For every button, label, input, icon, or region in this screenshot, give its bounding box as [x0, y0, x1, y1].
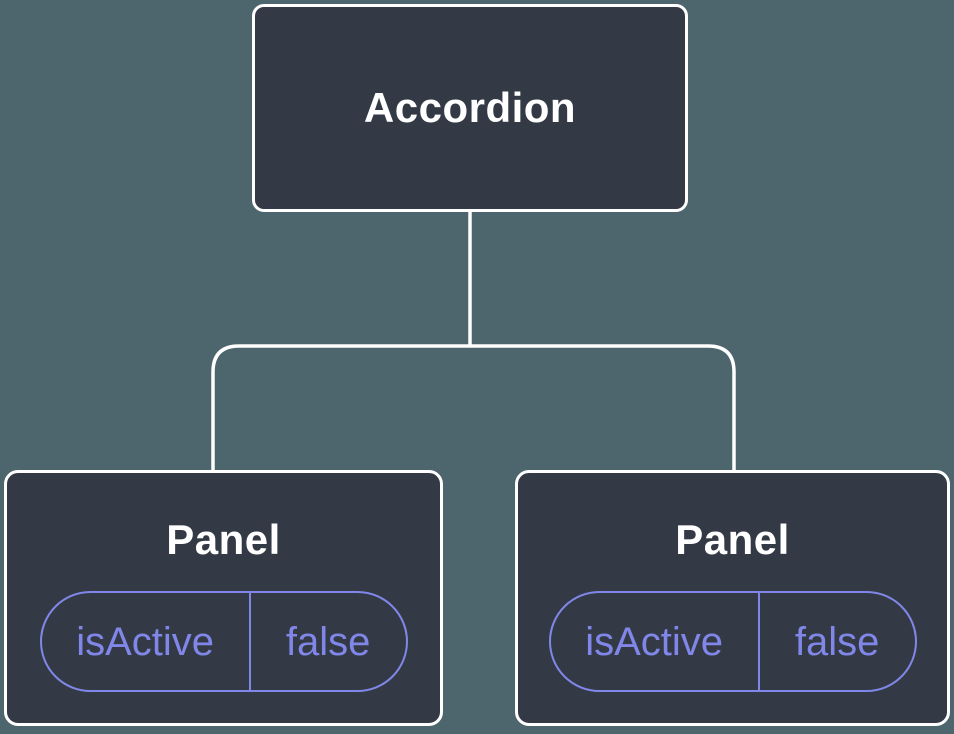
- tree-node-panel-left: Panel isActive false: [4, 470, 443, 726]
- node-label: Panel: [166, 516, 281, 563]
- node-label: Panel: [675, 516, 790, 563]
- connector-bracket: [211, 344, 736, 471]
- node-label: Accordion: [363, 84, 577, 131]
- state-pill: isActive false: [548, 591, 917, 692]
- prop-value: false: [285, 619, 371, 664]
- tree-node-panel-right: Panel isActive false: [515, 470, 950, 726]
- prop-name: isActive: [42, 593, 251, 690]
- prop-name: isActive: [551, 593, 760, 690]
- prop-value: false: [794, 619, 880, 664]
- state-pill: isActive false: [39, 591, 408, 692]
- tree-node-accordion: Accordion: [252, 4, 688, 212]
